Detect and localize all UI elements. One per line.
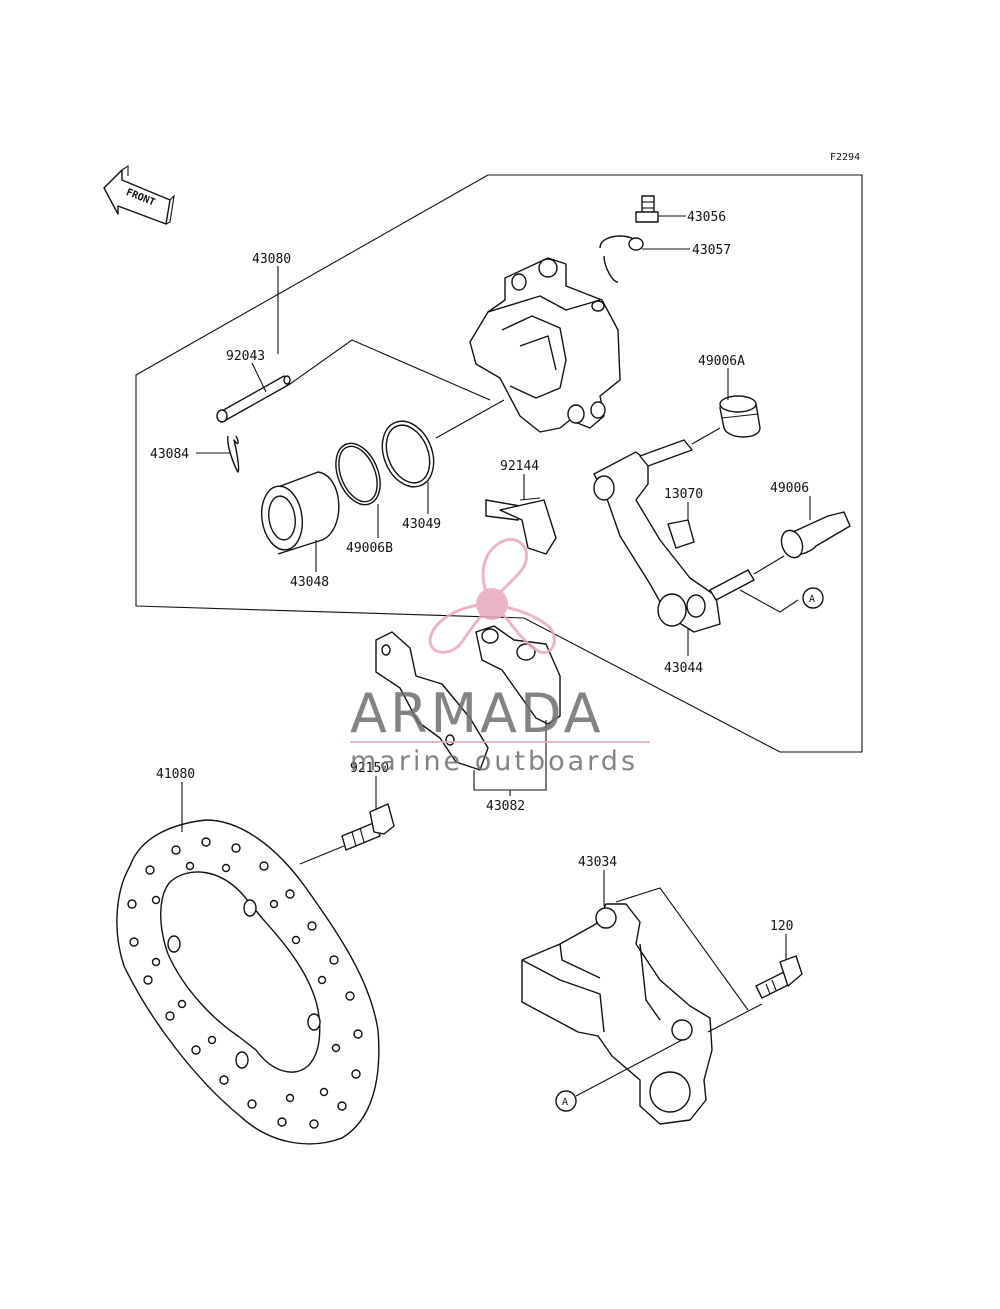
part-label-43048[interactable]: 43048 (290, 575, 329, 590)
piston-seal (381, 420, 435, 488)
part-label-92144[interactable]: 92144 (500, 459, 539, 474)
part-label-43057[interactable]: 43057 (692, 243, 731, 258)
watermark: ARMADA marine outboards (350, 538, 650, 777)
part-label-43080[interactable]: 43080 (252, 252, 291, 267)
caliper-bolt (341, 803, 395, 851)
mounting-bracket (521, 903, 713, 1125)
part-label-43056[interactable]: 43056 (687, 210, 726, 225)
bracket-bolt-line (615, 887, 749, 1011)
part-label-49006[interactable]: 49006 (770, 481, 809, 496)
ref-a-line-lower (575, 1039, 683, 1097)
boot-lower (780, 511, 851, 559)
brake-disc (116, 819, 380, 1145)
ref-a-lower: A (555, 1090, 577, 1112)
part-label-92150[interactable]: 92150 (350, 761, 389, 776)
part-label-49006B[interactable]: 49006B (346, 541, 393, 556)
leader-lines (181, 215, 811, 960)
watermark-tagline: marine outboards (350, 746, 638, 777)
pin-axis-line (289, 339, 491, 401)
watermark-brand: ARMADA (350, 682, 604, 745)
bolt-120-line (707, 1003, 763, 1033)
part-label-43049[interactable]: 43049 (402, 517, 441, 532)
slide-pin (216, 375, 291, 423)
boot-upper (719, 395, 761, 438)
part-label-43034[interactable]: 43034 (578, 855, 617, 870)
boot-lower-line (753, 555, 785, 575)
part-label-43044[interactable]: 43044 (664, 661, 703, 676)
dust-seal (335, 442, 381, 506)
caliper-body (469, 257, 621, 433)
caliper-piston (261, 471, 340, 555)
caliper-assembly-frame (135, 174, 863, 753)
piston-axis-line (435, 399, 505, 439)
caliper-bracket (593, 439, 755, 633)
ref-a-lower-text: A (562, 1097, 568, 1108)
part-label-49006A[interactable]: 49006A (698, 354, 745, 369)
ref-a-upper: A (802, 587, 824, 609)
bleeder-cap (599, 235, 644, 283)
bracket-bolt (755, 955, 803, 999)
figure-code: F2294 (830, 152, 860, 163)
boot-upper-line (691, 427, 721, 445)
part-label-43084[interactable]: 43084 (150, 447, 189, 462)
part-label-120[interactable]: 120 (770, 919, 793, 934)
ref-a-line-upper (739, 589, 799, 613)
part-label-13070[interactable]: 13070 (664, 487, 703, 502)
disc-holes (127, 837, 363, 1129)
propeller-logo-icon (428, 538, 556, 654)
part-labels: 43056 43057 43080 92043 43084 49006A 921… (150, 210, 809, 934)
part-label-92043[interactable]: 92043 (226, 349, 265, 364)
pad-spring (485, 497, 557, 555)
front-arrow-icon: FRONT (103, 164, 175, 225)
bolt-line (299, 845, 345, 865)
part-label-43082[interactable]: 43082 (486, 799, 525, 814)
part-label-41080[interactable]: 41080 (156, 767, 195, 782)
ref-a-upper-text: A (809, 594, 815, 605)
pin-clip (227, 435, 240, 473)
bleeder-valve (635, 195, 659, 223)
